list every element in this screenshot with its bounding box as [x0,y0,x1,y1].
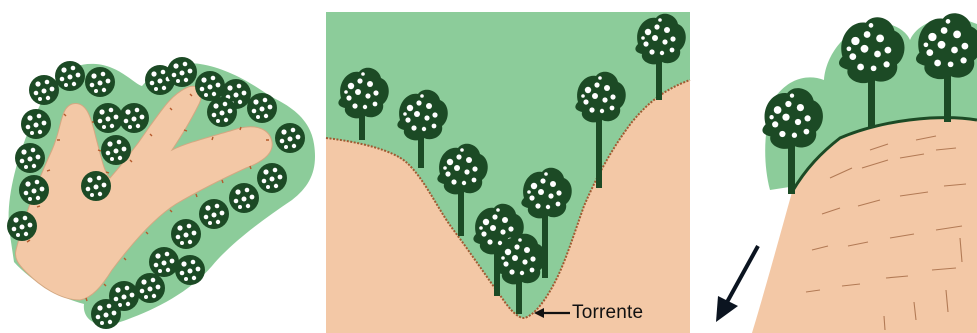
erosion-arrow [716,246,758,322]
panel-valley-section [326,12,690,333]
panel-slope-section [716,13,977,333]
panel-plan-view [7,57,315,329]
torrente-label: Torrente [572,302,643,324]
